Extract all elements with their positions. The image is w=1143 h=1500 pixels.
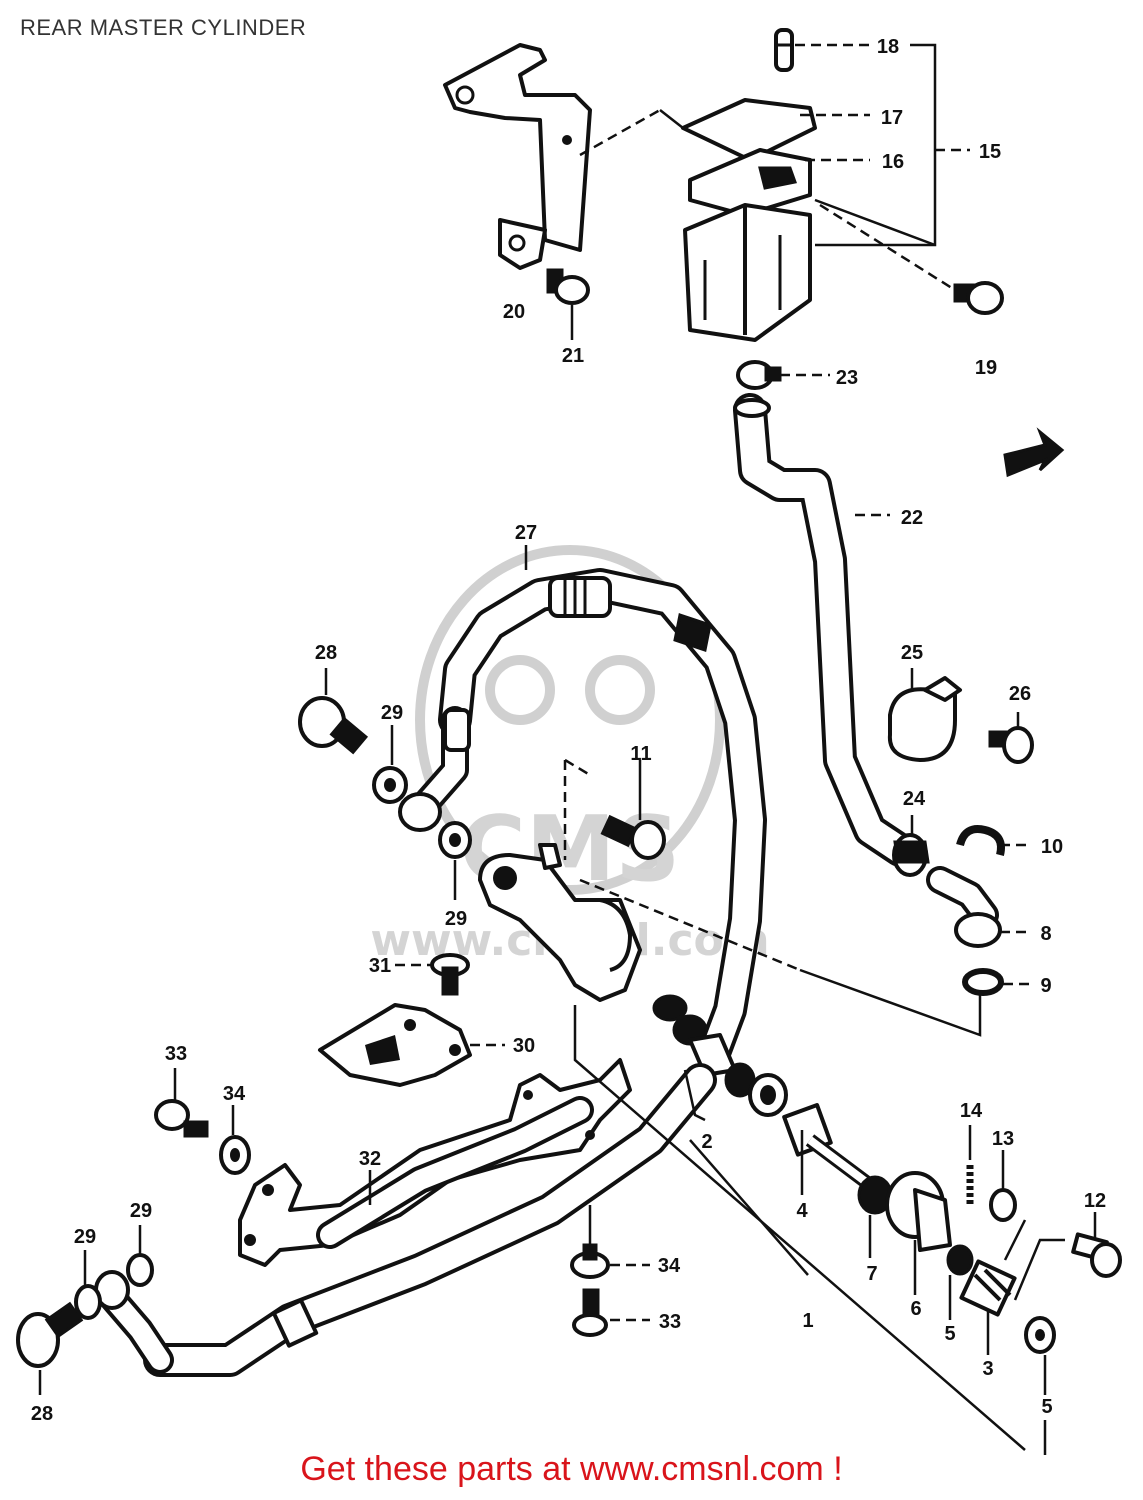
callout-32: 32 xyxy=(359,1148,381,1170)
callout-18: 18 xyxy=(877,36,899,58)
cylinder-bolt xyxy=(600,814,666,860)
callout-3: 3 xyxy=(982,1358,993,1380)
pin-washer xyxy=(989,1188,1017,1222)
hose-guide xyxy=(887,676,962,762)
callout-19: 19 xyxy=(975,357,997,379)
circlip xyxy=(956,825,1005,856)
callout-17: 17 xyxy=(881,107,903,129)
hose-clamp-lower xyxy=(892,833,930,877)
washer-lower-b xyxy=(126,1253,154,1287)
callout-4: 4 xyxy=(796,1200,808,1222)
callout-25: 25 xyxy=(901,642,923,664)
callout-11: 11 xyxy=(630,743,651,765)
guide-bolt xyxy=(988,726,1034,764)
hose-connector xyxy=(926,866,1002,948)
callout-8: 8 xyxy=(1040,923,1051,945)
callout-15: 15 xyxy=(979,141,1001,163)
callout-29-c: 29 xyxy=(130,1200,152,1222)
bracket-screw xyxy=(546,268,590,305)
brake-pipe xyxy=(238,1058,632,1267)
callout-27: 27 xyxy=(515,522,537,544)
washer-lower-a xyxy=(74,1284,102,1320)
callout-24: 24 xyxy=(903,788,926,810)
callout-5: 5 xyxy=(944,1323,955,1345)
banjo-bolt-upper xyxy=(298,696,369,755)
callout-13: 13 xyxy=(992,1128,1014,1150)
pipe-bolt-lower xyxy=(572,1288,608,1337)
callout-14: 14 xyxy=(960,1100,983,1122)
callout-2: 2 xyxy=(701,1131,712,1153)
washer-upper-b xyxy=(438,821,472,859)
callout-29-d: 29 xyxy=(74,1226,96,1248)
callout-28-b: 28 xyxy=(31,1403,53,1425)
reservoir-bolt xyxy=(953,281,1004,315)
mounting-plate xyxy=(318,1003,472,1087)
reservoir-return-hose xyxy=(94,1063,717,1377)
callout-1: 1 xyxy=(802,1310,813,1332)
reservoir-bracket xyxy=(443,43,592,270)
plate-screw xyxy=(430,953,470,996)
callout-21: 21 xyxy=(562,345,584,367)
connector-o-ring xyxy=(962,968,1004,996)
washer-upper-a xyxy=(372,766,408,804)
hose-clamp-upper xyxy=(736,360,782,390)
footer-link[interactable]: Get these parts at www.cmsnl.com ! xyxy=(300,1450,843,1488)
callout-7: 7 xyxy=(866,1263,877,1285)
callout-labels: 18 17 16 15 20 21 19 23 22 27 25 28 26 2… xyxy=(31,36,1106,1425)
callout-9: 9 xyxy=(1040,975,1051,997)
diagram-title: REAR MASTER CYLINDER xyxy=(20,15,307,40)
callout-12: 12 xyxy=(1084,1190,1106,1212)
callout-16: 16 xyxy=(882,151,904,173)
callout-29-b: 29 xyxy=(445,908,467,930)
clevis-pin xyxy=(1071,1232,1122,1278)
callout-30: 30 xyxy=(513,1035,535,1057)
collar-left xyxy=(219,1135,251,1175)
callout-5-b: 5 xyxy=(1041,1396,1052,1418)
push-rod-assembly xyxy=(652,994,1056,1354)
banjo-bolt-lower xyxy=(16,1301,84,1368)
callout-33: 33 xyxy=(165,1043,187,1065)
front-arrow-icon xyxy=(1003,427,1065,478)
callout-34: 34 xyxy=(223,1083,246,1105)
pipe-bolt-left xyxy=(154,1099,209,1138)
cap-screw xyxy=(774,28,794,72)
callout-6: 6 xyxy=(910,1298,921,1320)
collar-lower xyxy=(570,1243,610,1279)
brake-hose xyxy=(398,568,767,1067)
reservoir-hose xyxy=(733,393,917,867)
master-cylinder xyxy=(478,843,642,1002)
callout-26: 26 xyxy=(1009,683,1031,705)
callout-20: 20 xyxy=(503,301,525,323)
callout-10: 10 xyxy=(1041,836,1063,858)
reservoir-tank xyxy=(681,98,817,342)
leader-lines xyxy=(38,43,1097,1455)
callout-31: 31 xyxy=(369,955,391,977)
callout-23: 23 xyxy=(836,367,858,389)
callout-33-b: 33 xyxy=(659,1311,681,1333)
callout-34-b: 34 xyxy=(658,1255,681,1277)
callout-29: 29 xyxy=(381,702,403,724)
callout-22: 22 xyxy=(901,507,923,529)
callout-28: 28 xyxy=(315,642,337,664)
